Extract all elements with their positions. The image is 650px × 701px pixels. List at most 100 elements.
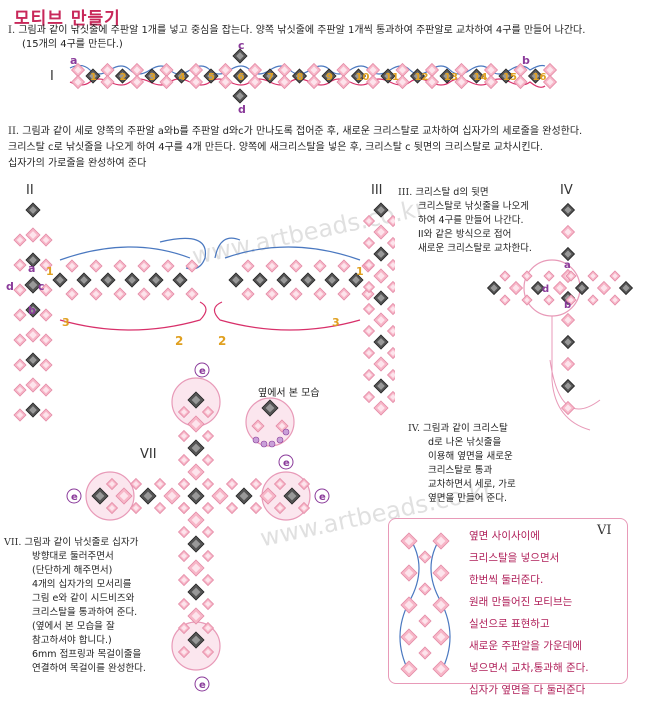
bead-highlight	[29, 256, 37, 264]
step4-letter-a: a	[564, 260, 571, 271]
step7-line-4: 그림 e와 같이 시드비즈와	[32, 593, 135, 604]
bead-highlight	[42, 286, 50, 294]
step1-number: 15	[503, 72, 517, 83]
step2-text: II. 그림과 같이 세로 양쪽의 주판알 a와b를 주판알 d와c가 만나도록…	[8, 124, 648, 172]
bead-highlight	[232, 276, 240, 284]
bead-highlight	[568, 297, 574, 303]
step3-beads	[362, 202, 395, 416]
bead-highlight	[564, 228, 572, 236]
step1-letter-a: a	[70, 54, 77, 67]
step1-number: 6	[238, 72, 245, 83]
bead-highlight	[180, 648, 188, 656]
bead-highlight	[564, 404, 572, 412]
step4-roman: IV.	[408, 423, 420, 434]
bead-highlight	[389, 239, 395, 247]
bead-highlight	[16, 336, 24, 344]
bead-highlight	[164, 262, 172, 270]
bead-highlight	[42, 261, 50, 269]
bead-highlight	[42, 236, 50, 244]
step7-e-top-circle	[194, 362, 210, 378]
step3-text: III. 크리스탈 d의 뒷면 크리스탈로 낚싯줄을 나오게 하여 4구를 만들…	[398, 186, 548, 256]
bead-highlight	[377, 228, 385, 236]
bead-highlight	[140, 262, 148, 270]
step3-line-1: 크리스탈로 낚싯줄을 나오게	[418, 201, 529, 212]
step1-number: 16	[533, 72, 547, 83]
bead-highlight	[140, 290, 148, 298]
step4-pointer-curve	[549, 359, 601, 410]
bead-highlight	[404, 664, 414, 674]
step1-number: 8	[297, 72, 304, 83]
bead-highlight	[436, 600, 446, 610]
step7-e-bottom-circle	[194, 676, 210, 692]
bead-highlight	[116, 262, 124, 270]
bead-highlight	[29, 331, 37, 339]
step7-e-top: e	[199, 366, 206, 377]
bead-highlight	[612, 273, 618, 279]
bead-highlight	[389, 393, 395, 401]
bead-highlight	[92, 290, 100, 298]
bead-highlight	[340, 262, 348, 270]
bead-highlight	[622, 284, 630, 292]
bead-highlight	[164, 290, 172, 298]
step2-roman: II.	[8, 126, 20, 137]
bead-highlight	[377, 316, 385, 324]
bead-highlight	[325, 72, 333, 80]
bead-highlight	[389, 261, 395, 269]
step6-line-2: 한번씩 둘러준다.	[469, 574, 544, 586]
bead-highlight	[404, 600, 414, 610]
step2-letter-d: d	[6, 280, 14, 293]
step1-letter-c: c	[238, 40, 245, 52]
bead-highlight	[568, 273, 574, 279]
bead-highlight	[292, 262, 300, 270]
step6-line-6: 넣으면서 교차,통과해 준다.	[469, 662, 589, 674]
bead-highlight	[221, 66, 230, 74]
bead-highlight	[16, 236, 24, 244]
bead-highlight	[377, 272, 385, 280]
bead-highlight	[152, 276, 160, 284]
bead-highlight	[278, 422, 286, 430]
bead-highlight	[578, 284, 586, 292]
bead-highlight	[389, 217, 395, 225]
step1-number: 9	[326, 72, 333, 83]
bead-highlight	[340, 290, 348, 298]
step1-number: 12	[415, 72, 429, 83]
bead-highlight	[316, 262, 324, 270]
step4-diagram: IV d a b	[486, 183, 634, 431]
bead-highlight	[328, 276, 336, 284]
bead-highlight	[600, 284, 608, 292]
step1-diagram-label: I	[50, 69, 54, 84]
step4-line-4: 교차하면서 세로, 가로	[428, 479, 516, 490]
bead-highlight	[89, 72, 97, 80]
step1-line2: (15개의 4구를 만든다.)	[22, 39, 123, 50]
bead-highlight	[304, 276, 312, 284]
step4-line-2: 이용해 옆면을 새로운	[428, 451, 513, 462]
bead-highlight	[192, 66, 200, 74]
step1-letter-b: b	[522, 54, 530, 67]
bead-highlight	[612, 297, 618, 303]
bead-highlight	[516, 78, 525, 86]
bead-highlight	[556, 284, 564, 292]
step7-diagram: VII e e e e e	[66, 362, 330, 692]
bead-highlight	[280, 78, 289, 86]
step2-num-1-right: 1	[356, 265, 364, 278]
step7-line-7: 참고하셔야 합니다.)	[32, 635, 112, 646]
step2-num-3-left: 3	[62, 316, 70, 329]
bead-highlight	[384, 72, 392, 80]
step7-side-view-label: 옆에서 본 모습	[258, 388, 320, 399]
step7-line-3: 4개의 십자가의 모서리를	[32, 579, 132, 590]
bead-highlight	[339, 78, 348, 86]
step6-diagram	[399, 532, 451, 677]
bead-highlight	[16, 386, 24, 394]
bead-highlight	[398, 78, 407, 86]
bead-highlight	[398, 66, 407, 74]
step3-line-3: II와 같은 방식으로 접어	[418, 229, 512, 240]
step1-line1: 그림과 같이 낚싯줄에 주판알 1개를 넣고 중심을 잡는다. 양쪽 낚싯줄에 …	[18, 25, 586, 36]
bead-highlight	[29, 356, 37, 364]
step6-line-7: 십자가 옆면을 다 둘러준다	[469, 684, 586, 696]
step2-blue-line-left	[59, 246, 191, 261]
bead-highlight	[42, 361, 50, 369]
seed-bead	[252, 436, 260, 444]
bead-highlight	[42, 311, 50, 319]
bead-highlight	[546, 297, 552, 303]
